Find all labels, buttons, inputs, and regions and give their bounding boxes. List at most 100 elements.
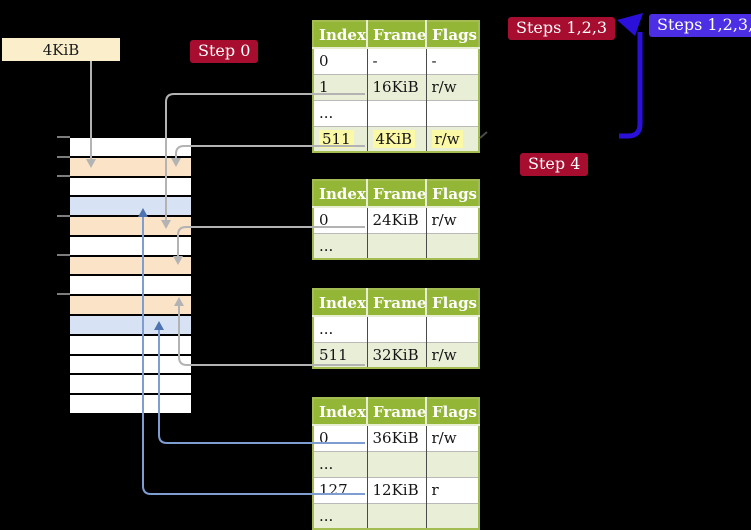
table-cell: 0 <box>313 424 368 451</box>
memory-tick <box>57 156 70 158</box>
table-cell: ... <box>313 502 368 529</box>
memory-frame-row <box>70 296 191 317</box>
table-cell: 16KiB <box>367 73 427 100</box>
table-cell <box>426 99 479 126</box>
column-header-frame: Frame <box>367 289 427 317</box>
column-header-index: Index <box>313 398 368 426</box>
table-cell: 36KiB <box>367 424 427 451</box>
table-row: 0-- <box>313 47 479 74</box>
memory-frame-row <box>70 157 191 178</box>
table-cell: 12KiB <box>367 476 427 503</box>
memory-tick <box>57 293 70 295</box>
table-cell: 511 <box>313 341 368 368</box>
table-cell: - <box>426 47 479 74</box>
column-header-flags: Flags <box>426 21 479 49</box>
table-cell: 0 <box>313 47 368 74</box>
table-cell <box>367 502 427 529</box>
column-header-frame: Frame <box>367 180 427 208</box>
table-cell: 24KiB <box>367 206 427 233</box>
table-cell: 0 <box>313 206 368 233</box>
table-cell <box>367 232 427 259</box>
memory-tick <box>57 254 70 256</box>
memory-frame-row <box>70 375 191 396</box>
highlighted-value: 4KiB <box>372 129 416 148</box>
memory-frame-row <box>70 256 191 277</box>
memory-frame-row <box>70 217 191 237</box>
column-header-flags: Flags <box>426 180 479 208</box>
column-header-index: Index <box>313 180 368 208</box>
table-row: ... <box>313 502 479 529</box>
table-cell: 127 <box>313 476 368 503</box>
table-cell <box>426 450 479 477</box>
table-cell: r <box>426 476 479 503</box>
recursive-arrowhead-icon <box>617 13 643 36</box>
memory-frame-row <box>70 335 191 356</box>
table-row: ... <box>313 232 479 259</box>
memory-frame-row <box>70 355 191 376</box>
memory-frame-row <box>70 197 191 218</box>
column-header-flags: Flags <box>426 289 479 317</box>
table-cell: r/w <box>426 424 479 451</box>
table-cell: r/w <box>426 125 479 152</box>
memory-tick <box>57 175 70 177</box>
memory-tick <box>57 215 70 217</box>
memory-frame-row <box>70 138 191 158</box>
highlighted-value: r/w <box>431 129 463 148</box>
table-cell <box>426 232 479 259</box>
table-cell: 32KiB <box>367 341 427 368</box>
badge-step-0: Step 0 <box>190 40 259 63</box>
table-cell <box>426 502 479 529</box>
frame-size-label: 4KiB <box>2 38 120 61</box>
table-cell: ... <box>313 315 368 342</box>
table-cell: 1 <box>313 73 368 100</box>
table-cell: r/w <box>426 73 479 100</box>
memory-frame-row <box>70 395 191 413</box>
badge-steps-1-2-3-4: Steps 1,2,3,4 <box>649 14 751 37</box>
table-cell: r/w <box>426 341 479 368</box>
table-row: ... <box>313 450 479 477</box>
table-cell: r/w <box>426 206 479 233</box>
table-cell: ... <box>313 450 368 477</box>
column-header-index: Index <box>313 21 368 49</box>
stub-line <box>479 131 488 139</box>
table-cell <box>426 315 479 342</box>
column-header-frame: Frame <box>367 21 427 49</box>
table-cell: ... <box>313 232 368 259</box>
table-row: 511 4KiB r/w <box>313 125 479 152</box>
table-cell: ... <box>313 99 368 126</box>
badge-step-4: Step 4 <box>520 153 589 176</box>
table-cell <box>367 99 427 126</box>
highlighted-value: 511 <box>319 129 354 148</box>
badge-steps-1-2-3: Steps 1,2,3 <box>508 17 616 40</box>
column-header-frame: Frame <box>367 398 427 426</box>
recursive-arrow <box>619 32 643 139</box>
memory-frame-row <box>70 177 191 198</box>
table-row: ... <box>313 99 479 126</box>
column-header-flags: Flags <box>426 398 479 426</box>
physical-memory-column <box>69 137 192 414</box>
table-cell: 511 <box>313 125 368 152</box>
table-cell: - <box>367 47 427 74</box>
column-header-index: Index <box>313 289 368 317</box>
table-cell <box>367 315 427 342</box>
memory-frame-row <box>70 316 191 336</box>
table-cell <box>367 450 427 477</box>
memory-frame-row <box>70 236 191 257</box>
table-cell: 4KiB <box>367 125 427 152</box>
memory-frame-row <box>70 276 191 297</box>
table-row: ... <box>313 315 479 342</box>
